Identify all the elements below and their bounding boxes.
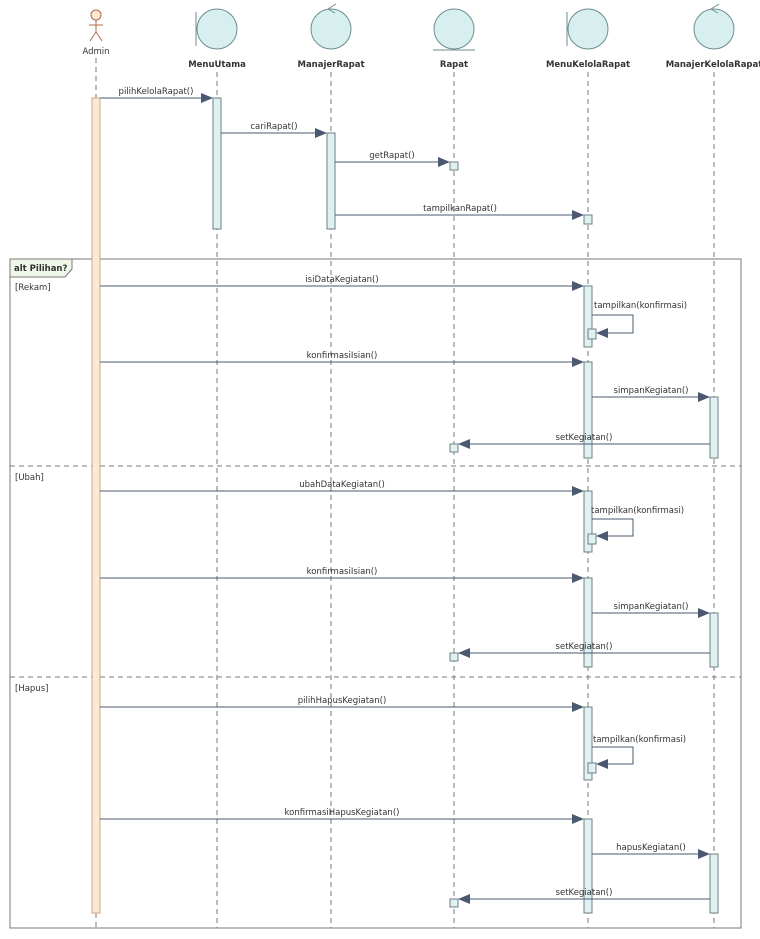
- message-arrow-6: [592, 314, 634, 338]
- activation-rapat-3: [449, 652, 459, 662]
- activation-manajer-kelola-rapat-3: [709, 853, 719, 914]
- message-arrow-11: [592, 518, 634, 541]
- lifeline-label-admin: Admin: [82, 47, 109, 57]
- lifeline-label-manajer-kelola-rapat: ManajerKelolaRapat: [666, 60, 760, 70]
- activation-admin: [91, 97, 101, 914]
- manajer-kelola-rapat-control-icon: [693, 3, 735, 50]
- activation-menu-kelola-rapat-1: [583, 214, 593, 225]
- activation-menu-kelola-rapat-6: [583, 706, 593, 781]
- lifeline-label-menu-kelola-rapat: MenuKelolaRapat: [546, 60, 630, 70]
- activation-menu-kelola-rapat-self-3: [587, 762, 597, 774]
- menu-kelola-rapat-boundary-icon: [566, 8, 609, 50]
- activation-rapat-2: [449, 443, 459, 453]
- message-label-17: konfirmasiHapusKegiatan(): [285, 808, 400, 818]
- activation-rapat-4: [449, 898, 459, 908]
- lifeline-label-menu-utama: MenuUtama: [188, 60, 246, 70]
- activation-menu-kelola-rapat-self-2: [587, 533, 597, 545]
- message-label-9: setKegiatan(): [556, 433, 613, 443]
- activation-menu-kelola-rapat-3: [583, 361, 593, 459]
- message-label-8: simpanKegiatan(): [614, 386, 689, 396]
- message-label-16: tampilkan(konfirmasi): [593, 735, 686, 745]
- guard-hapus: [Hapus]: [15, 684, 48, 694]
- activation-menu-kelola-rapat-5: [583, 577, 593, 668]
- activation-menu-kelola-rapat-4: [583, 490, 593, 553]
- menu-utama-boundary-icon: [195, 8, 238, 50]
- message-label-19: setKegiatan(): [556, 888, 613, 898]
- activation-manajer-kelola-rapat-2: [709, 612, 719, 668]
- message-label-3: getRapat(): [369, 151, 414, 161]
- message-label-12: konfirmasiIsian(): [307, 567, 378, 577]
- activation-menu-kelola-rapat-7: [583, 818, 593, 914]
- message-label-10: ubahDataKegiatan(): [299, 480, 385, 490]
- guard-rekam: [Rekam]: [15, 283, 51, 293]
- message-label-6: tampilkan(konfirmasi): [594, 301, 687, 311]
- lifeline-label-manajer-rapat: ManajerRapat: [297, 60, 364, 70]
- message-label-13: simpanKegiatan(): [614, 602, 689, 612]
- message-label-14: setKegiatan(): [556, 642, 613, 652]
- activation-manajer-rapat: [326, 132, 336, 230]
- activation-manajer-kelola-rapat-1: [709, 396, 719, 459]
- activation-menu-kelola-rapat-2: [583, 285, 593, 348]
- alt-fragment-frame: [9, 258, 742, 929]
- message-label-1: pilihKelolaRapat(): [119, 87, 194, 97]
- message-label-5: isiDataKegiatan(): [305, 275, 378, 285]
- activation-menu-kelola-rapat-self-1: [587, 328, 597, 340]
- message-label-15: pilihHapusKegiatan(): [298, 696, 387, 706]
- admin-actor-icon: [89, 9, 103, 42]
- message-label-4: tampilkanRapat(): [423, 204, 497, 214]
- alt-fragment-label: alt Pilihan?: [14, 264, 67, 274]
- activation-menu-utama: [212, 97, 222, 230]
- alt-fragment-tab: [9, 258, 73, 278]
- activation-rapat-1: [449, 161, 459, 171]
- lifeline-label-rapat: Rapat: [440, 60, 468, 70]
- message-label-2: cariRapat(): [250, 122, 297, 132]
- guard-ubah: [Ubah]: [15, 473, 44, 483]
- manajer-rapat-control-icon: [310, 3, 352, 50]
- rapat-entity-icon: [433, 8, 475, 51]
- message-label-18: hapusKegiatan(): [616, 843, 686, 853]
- message-arrow-16: [592, 746, 634, 769]
- message-label-7: konfirmasiIsian(): [307, 351, 378, 361]
- message-label-11: tampilkan(konfirmasi): [591, 506, 684, 516]
